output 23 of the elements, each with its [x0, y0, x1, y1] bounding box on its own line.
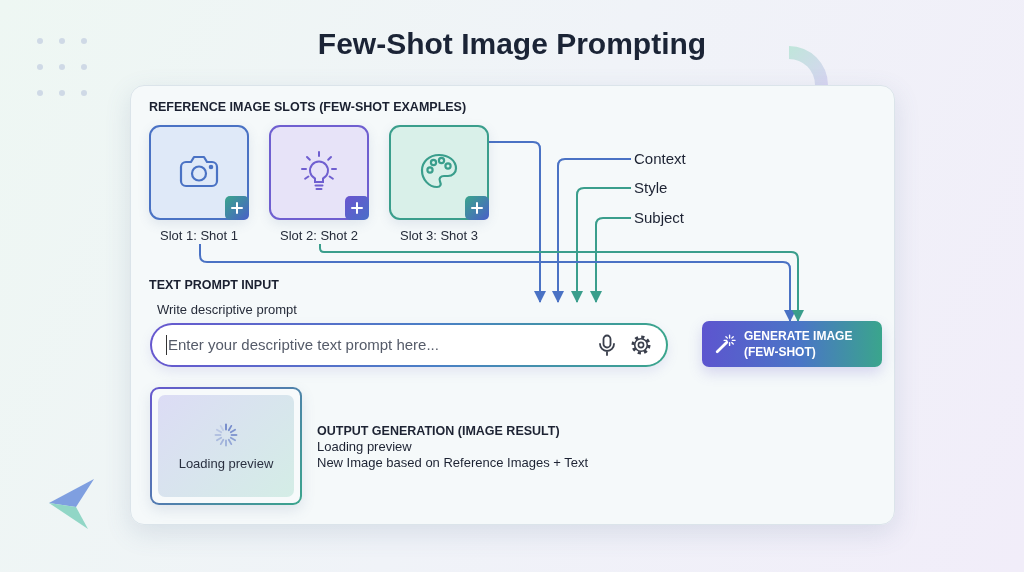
- arrow: [552, 158, 632, 303]
- arrow: [571, 187, 632, 303]
- field-label: Write descriptive prompt: [157, 302, 297, 318]
- annotation-label: Style: [634, 179, 668, 197]
- generate-button: GENERATE IMAGE (FEW-SHOT): [702, 321, 882, 367]
- slot-label: Slot 1: Shot 1: [159, 228, 239, 244]
- preview-text: Loading preview: [178, 456, 274, 472]
- annotation-label: Context: [634, 150, 686, 168]
- section-heading: TEXT PROMPT INPUT: [149, 277, 279, 293]
- placeholder-text: Enter your descriptive text prompt here...: [166, 335, 439, 355]
- slot-label: Slot 3: Shot 3: [399, 228, 479, 244]
- arrow: [488, 141, 546, 303]
- arrow: [319, 243, 804, 322]
- title: Few-Shot Image Prompting: [317, 26, 707, 62]
- section-heading: REFERENCE IMAGE SLOTS (FEW-SHOT EXAMPLES): [149, 99, 467, 115]
- arrow: [590, 217, 632, 303]
- output-heading: OUTPUT GENERATION (IMAGE RESULT): [317, 423, 560, 439]
- annotation-label: Subject: [634, 209, 685, 227]
- arrow: [199, 243, 796, 322]
- output-preview-frame: [150, 387, 302, 505]
- description-text: Loading preview: [317, 439, 412, 455]
- description-text: New Image based on Reference Images + Text: [317, 455, 589, 471]
- slot-label: Slot 2: Shot 2: [279, 228, 359, 244]
